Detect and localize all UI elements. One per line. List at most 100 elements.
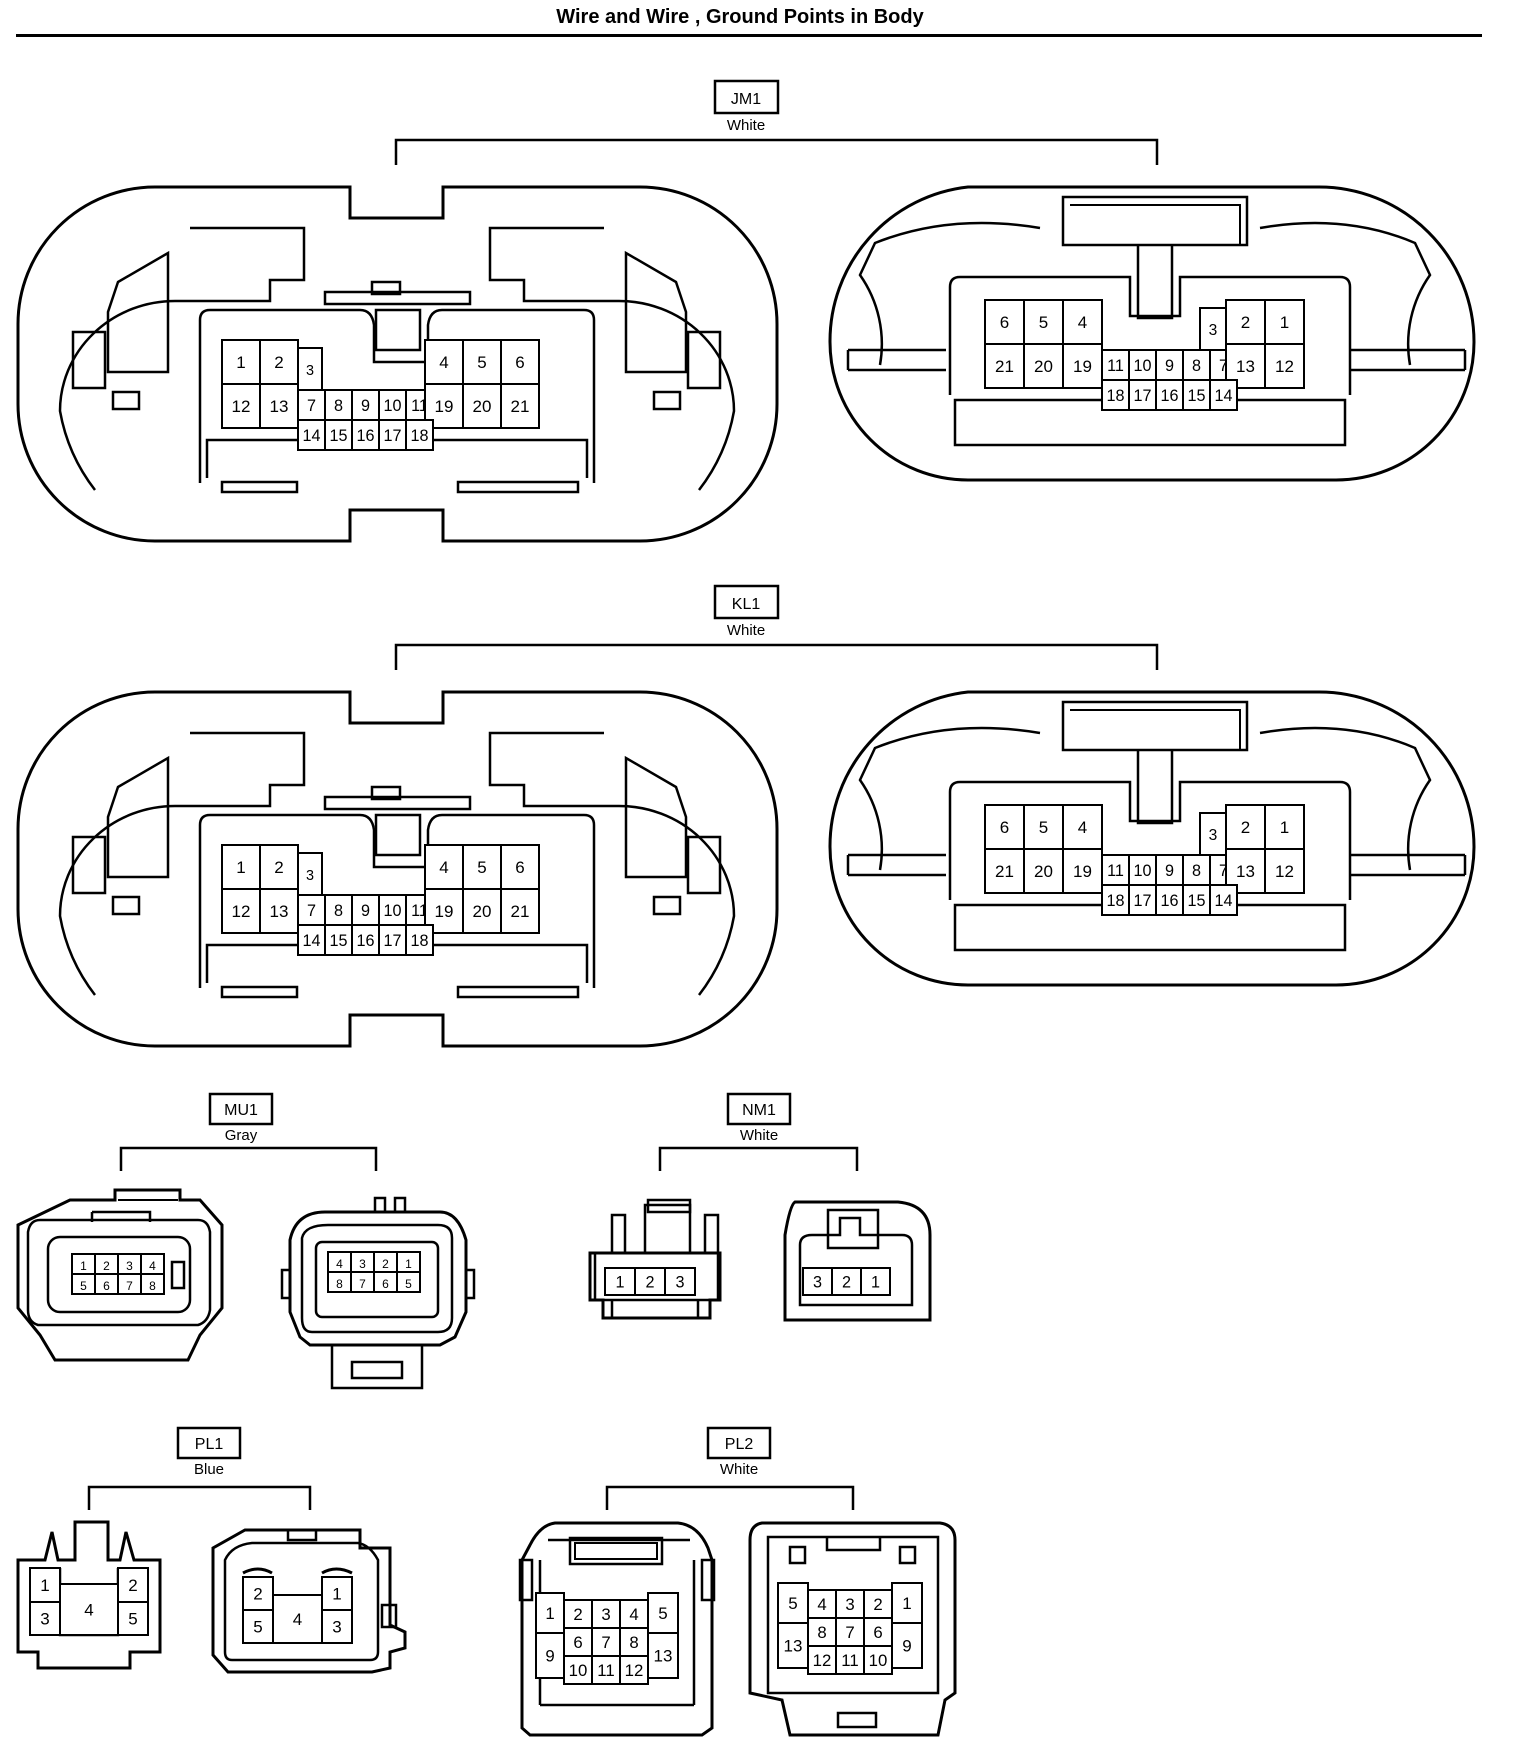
pin-number: 18 <box>410 427 428 445</box>
pin-number: 8 <box>629 1633 638 1652</box>
pin-cell: 9 <box>1155 349 1184 381</box>
pin-cell: 7 <box>297 389 326 421</box>
pin-cell: 18 <box>1101 379 1130 411</box>
pin-number: 11 <box>1107 862 1124 880</box>
pin-number: 19 <box>435 902 454 921</box>
pin-number: 14 <box>1214 387 1232 405</box>
connector-label-box <box>726 1092 792 1126</box>
pin-cell: 11 <box>1101 854 1130 886</box>
pin-number: 9 <box>361 902 370 920</box>
pin-number: 6 <box>103 1279 110 1293</box>
pin-number: 16 <box>1160 892 1178 910</box>
pin-cell: 14 <box>297 419 326 451</box>
pin-cell: 4 <box>327 1251 352 1273</box>
pin-cell: 8 <box>1182 349 1211 381</box>
pin-number: 2 <box>253 1585 262 1604</box>
diagram-title: Wire and Wire , Ground Points in Body <box>556 6 924 28</box>
pin-cell: 8 <box>807 1617 837 1647</box>
pin-cell: 3 <box>297 852 323 896</box>
pin-cell: 18 <box>1101 884 1130 916</box>
pin-cell: 1 <box>321 1576 353 1611</box>
pin-cell: 1 <box>860 1267 891 1296</box>
pin-number: 4 <box>817 1595 826 1614</box>
pin-cell: 10 <box>378 389 407 421</box>
pin-number: 14 <box>302 427 320 445</box>
pin-number: 6 <box>1000 818 1009 837</box>
pin-number: 6 <box>515 353 524 372</box>
connector-bracket <box>119 1146 378 1171</box>
pin-number: 1 <box>871 1274 880 1292</box>
pin-number: 13 <box>1236 862 1255 881</box>
pin-number: 17 <box>1133 387 1151 405</box>
pin-cell: 14 <box>1209 884 1238 916</box>
pin-cell: 8 <box>140 1273 165 1295</box>
pin-number: 15 <box>1187 387 1205 405</box>
pin-cell: 14 <box>1209 379 1238 411</box>
pin-cell: 3 <box>297 347 323 391</box>
pin-number: 6 <box>573 1633 582 1652</box>
pin-number: 15 <box>329 932 347 950</box>
pin-cell: 5 <box>777 1582 809 1624</box>
pin-cell: 11 <box>1101 349 1130 381</box>
pin-cell: 6 <box>863 1617 893 1647</box>
pin-cell: 2 <box>242 1576 274 1611</box>
pin-cell: 3 <box>350 1251 375 1273</box>
pin-number: 2 <box>128 1576 137 1595</box>
pin-number: 1 <box>1280 818 1289 837</box>
connector-color: Gray <box>225 1127 258 1144</box>
pin-number: 9 <box>361 397 370 415</box>
pin-number: 8 <box>1192 862 1201 880</box>
pin-cell: 2 <box>634 1267 666 1296</box>
pin-cell: 8 <box>619 1627 649 1657</box>
pin-number: 7 <box>1219 357 1228 375</box>
pin-cell: 1 <box>535 1592 565 1634</box>
pin-number: 20 <box>473 397 492 416</box>
pin-cell: 4 <box>272 1594 323 1644</box>
pin-number: 10 <box>1133 357 1151 375</box>
pin-number: 4 <box>149 1259 156 1273</box>
pin-cell: 16 <box>351 924 380 956</box>
pin-cell: 4 <box>424 339 464 385</box>
connector-label-box <box>706 1426 772 1460</box>
pin-cell: 9 <box>535 1632 565 1679</box>
pin-number: 1 <box>332 1585 341 1604</box>
pin-cell: 10 <box>1128 854 1157 886</box>
pin-cell: 17 <box>378 419 407 451</box>
pin-number: 1 <box>80 1259 87 1273</box>
pin-number: 10 <box>869 1651 888 1670</box>
pin-number: 5 <box>405 1277 412 1291</box>
pin-cell: 10 <box>1128 349 1157 381</box>
pin-number: 13 <box>270 902 289 921</box>
pin-cell: 2 <box>863 1589 893 1619</box>
pin-number: 5 <box>658 1604 667 1623</box>
pin-number: 12 <box>1275 357 1294 376</box>
connector-label-box <box>176 1426 242 1460</box>
pin-number: 2 <box>1241 313 1250 332</box>
pin-number: 2 <box>382 1257 389 1271</box>
pin-number: 2 <box>1241 818 1250 837</box>
pin-cell: 8 <box>324 894 353 926</box>
pin-number: 5 <box>477 353 486 372</box>
pin-cell: 1 <box>29 1567 61 1603</box>
pin-number: 4 <box>439 858 448 877</box>
pin-number: 4 <box>1078 313 1087 332</box>
pin-number: 8 <box>817 1623 826 1642</box>
pin-number: 15 <box>329 427 347 445</box>
pin-number: 14 <box>302 932 320 950</box>
pin-number: 3 <box>1209 322 1218 339</box>
pin-number: 4 <box>629 1605 638 1624</box>
pin-number: 13 <box>654 1647 673 1666</box>
pin-cell: 3 <box>591 1599 621 1629</box>
pin-number: 1 <box>1280 313 1289 332</box>
pin-number: 3 <box>306 363 314 379</box>
